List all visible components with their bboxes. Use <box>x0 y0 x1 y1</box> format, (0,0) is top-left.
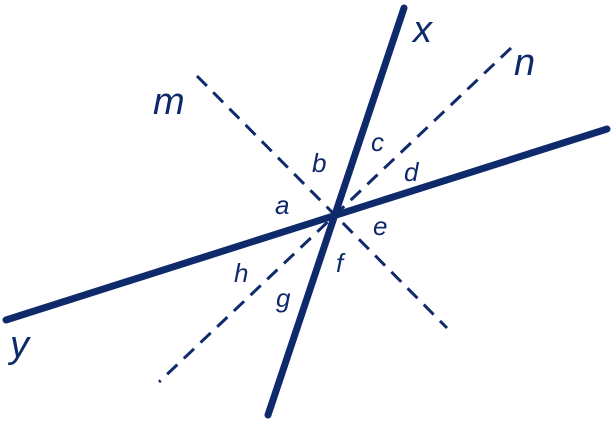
line-m-dashed <box>195 74 449 330</box>
angle-label-f: f <box>336 248 346 278</box>
angle-label-c: c <box>371 127 384 157</box>
line-label-x: x <box>411 9 434 51</box>
angle-label-e: e <box>373 211 387 241</box>
angle-label-h: h <box>234 258 248 288</box>
angle-label-g: g <box>276 283 291 313</box>
line-label-m: m <box>153 81 185 123</box>
line-label-y: y <box>7 324 31 366</box>
angle-label-d: d <box>404 157 420 187</box>
line-label-n: n <box>514 42 535 84</box>
angle-label-a: a <box>275 190 289 220</box>
angle-label-b: b <box>312 148 326 178</box>
line-y-solid <box>2 125 611 324</box>
